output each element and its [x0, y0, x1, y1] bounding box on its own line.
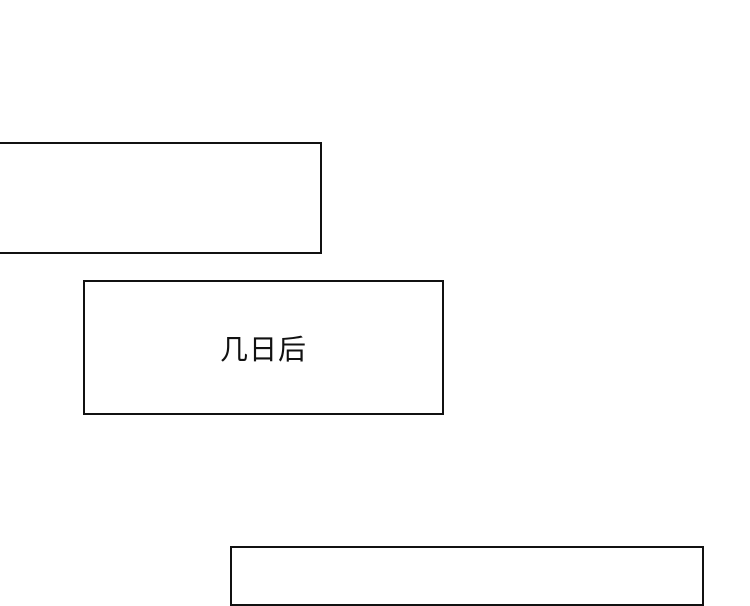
caption-box: 几日后 [83, 280, 444, 415]
comic-panel-top [0, 142, 322, 254]
comic-panel-bottom [230, 546, 704, 606]
caption-text: 几日后 [219, 332, 307, 366]
